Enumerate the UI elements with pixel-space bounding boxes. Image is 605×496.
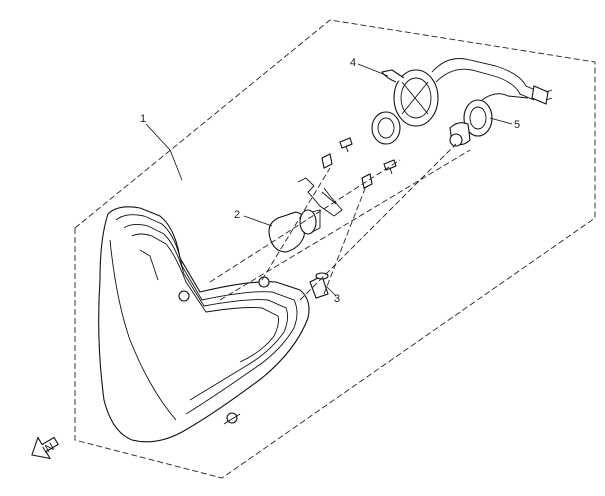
callout-3: 3 [334, 293, 340, 305]
position-lamp-socket [431, 58, 553, 147]
callout-4: 4 [350, 57, 356, 69]
bulb-bracket-spring [297, 177, 343, 217]
headlight-housing [98, 206, 310, 443]
assembly-boundary-box [74, 19, 596, 479]
alignment-lines [209, 143, 471, 301]
clip-and-screw-set [321, 137, 397, 189]
callout-2: 2 [234, 209, 240, 221]
callout-leaders [145, 63, 513, 297]
position-lamp-bulb [309, 272, 329, 299]
socket-cover [371, 69, 439, 145]
front-direction-arrow-icon: IN [31, 436, 59, 460]
callout-5: 5 [514, 119, 520, 131]
front-arrow-label: IN [41, 441, 57, 457]
callout-1: 1 [140, 113, 146, 125]
